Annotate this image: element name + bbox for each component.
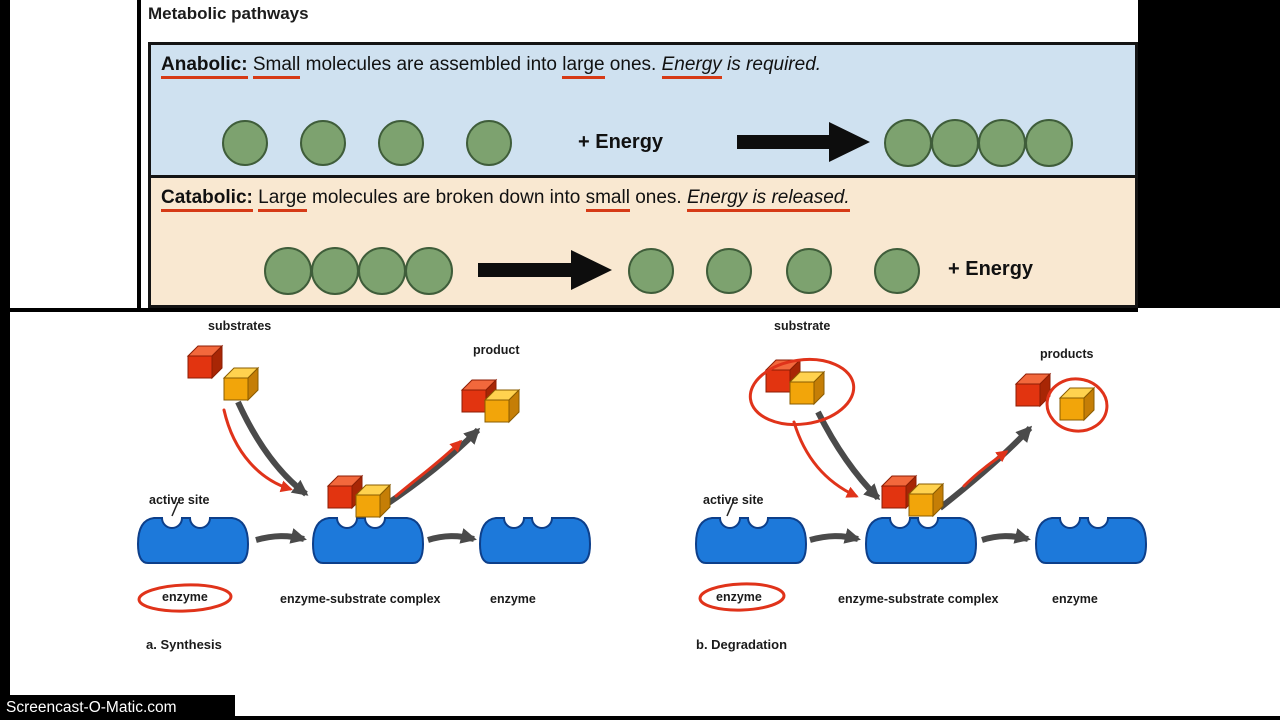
molecule-circle-joined bbox=[931, 119, 979, 167]
anabolic-term: Anabolic: bbox=[161, 54, 248, 79]
substrate-label: substrate bbox=[774, 319, 831, 333]
molecule-circle bbox=[378, 120, 424, 166]
products-label: products bbox=[1040, 347, 1094, 361]
right-arrow-icon bbox=[478, 250, 612, 290]
complex-orange-cube bbox=[908, 483, 944, 517]
molecule-circle-joined bbox=[264, 247, 312, 295]
right-letterbox-bar bbox=[1138, 0, 1280, 308]
arrow-substrate-to-complex bbox=[815, 410, 881, 501]
catabolic-term: Catabolic: bbox=[161, 187, 253, 212]
products-red-cube bbox=[1015, 373, 1051, 407]
enzyme-free-label: enzyme bbox=[1052, 592, 1098, 606]
substrate-orange-cube bbox=[789, 371, 825, 405]
product-label: product bbox=[473, 343, 520, 357]
red-pen-arrow-products bbox=[962, 450, 1009, 488]
catabolic-energy-rest: is released. bbox=[747, 187, 850, 212]
product-orange-cube bbox=[484, 389, 520, 423]
degradation-caption: b. Degradation bbox=[696, 637, 788, 652]
synthesis-caption: a. Synthesis bbox=[146, 637, 222, 652]
arrow-enzyme-to-complex bbox=[255, 528, 307, 544]
molecule-circle-joined bbox=[405, 247, 453, 295]
molecule-circle-joined bbox=[311, 247, 359, 295]
catabolic-definition: Catabolic: Large molecules are broken do… bbox=[151, 178, 1135, 212]
molecule-circle bbox=[628, 248, 674, 294]
catabolic-energy-word: Energy bbox=[686, 187, 748, 212]
red-pen-circle-product bbox=[1045, 377, 1109, 433]
anabolic-mid-text: molecules are assembled into bbox=[300, 54, 563, 75]
molecule-circle bbox=[786, 248, 832, 294]
catabolic-word-large: Large bbox=[258, 187, 307, 212]
complex-orange-cube bbox=[355, 484, 391, 518]
arrow-substrates-to-complex bbox=[235, 400, 309, 497]
anabolic-word-large: large bbox=[562, 54, 605, 79]
active-site-label: active site bbox=[149, 493, 210, 507]
red-pen-circle-substrate bbox=[748, 357, 856, 427]
active-site-pointer bbox=[726, 501, 734, 517]
arrow-complex-to-enzyme bbox=[427, 528, 477, 544]
degradation-diagram bbox=[695, 357, 1147, 612]
enzyme-blob-free bbox=[479, 517, 591, 564]
page-title: Metabolic pathways bbox=[148, 4, 309, 23]
red-pen-arrow-substrate bbox=[792, 420, 859, 498]
substrates-label: substrates bbox=[208, 319, 272, 333]
slide-horizontal-divider bbox=[0, 308, 1138, 312]
active-site-label: active site bbox=[703, 493, 764, 507]
red-pen-arrow-substrate bbox=[222, 408, 293, 493]
anabolic-definition: Anabolic: Small molecules are assembled … bbox=[151, 45, 1135, 79]
enzyme-label: enzyme bbox=[162, 590, 208, 604]
molecule-circle-joined bbox=[1025, 119, 1073, 167]
arrow-complex-to-enzyme bbox=[981, 528, 1031, 544]
anabolic-energy-word: Energy bbox=[661, 54, 722, 79]
slide-left-divider bbox=[137, 0, 141, 308]
enzyme-substrate-complex-label: enzyme-substrate complex bbox=[280, 592, 441, 606]
molecule-circle bbox=[706, 248, 752, 294]
anabolic-ones-text: ones. bbox=[604, 54, 662, 75]
anabolic-energy-rest: is required. bbox=[721, 54, 822, 75]
right-arrow-icon bbox=[737, 122, 870, 162]
molecule-circle bbox=[300, 120, 346, 166]
red-pen-arrow-product bbox=[394, 439, 463, 498]
enzyme-label: enzyme bbox=[716, 590, 762, 604]
synthesis-diagram bbox=[137, 345, 591, 613]
molecule-circle-joined bbox=[884, 119, 932, 167]
molecule-circle-joined bbox=[978, 119, 1026, 167]
bottom-letterbox-bar bbox=[0, 716, 1280, 720]
watermark: Screencast-O-Matic.com bbox=[0, 695, 235, 720]
molecule-circle bbox=[222, 120, 268, 166]
arrow-complex-to-products bbox=[938, 425, 1033, 511]
catabolic-ones-text: ones. bbox=[629, 187, 687, 208]
enzyme-blob-free bbox=[1035, 517, 1147, 564]
molecule-circle bbox=[874, 248, 920, 294]
enzyme-blob bbox=[695, 517, 807, 564]
substrate-orange-cube bbox=[223, 367, 259, 401]
anabolic-plus-energy-label: + Energy bbox=[578, 131, 664, 153]
catabolic-mid-text: molecules are broken down into bbox=[306, 187, 586, 208]
molecule-circle bbox=[466, 120, 512, 166]
enzyme-blob-complex bbox=[865, 517, 977, 564]
molecule-circle-joined bbox=[358, 247, 406, 295]
left-letterbox-bar bbox=[0, 0, 10, 720]
active-site-pointer bbox=[171, 501, 179, 517]
enzyme-substrate-complex-label: enzyme-substrate complex bbox=[838, 592, 999, 606]
anabolic-word-small: Small bbox=[252, 54, 301, 79]
enzyme-blob-complex bbox=[312, 517, 424, 564]
products-orange-cube bbox=[1059, 387, 1095, 421]
substrate-red-cube bbox=[187, 345, 223, 379]
arrow-enzyme-to-complex bbox=[809, 528, 861, 544]
arrow-complex-to-product bbox=[382, 427, 481, 509]
enzyme-free-label: enzyme bbox=[490, 592, 536, 606]
catabolic-word-small: small bbox=[585, 187, 630, 212]
catabolic-plus-energy-label: + Energy bbox=[948, 258, 1034, 280]
enzyme-blob bbox=[137, 517, 249, 564]
red-pen-circle-enzyme-label bbox=[137, 583, 233, 613]
red-pen-circle-enzyme-label bbox=[698, 582, 786, 612]
